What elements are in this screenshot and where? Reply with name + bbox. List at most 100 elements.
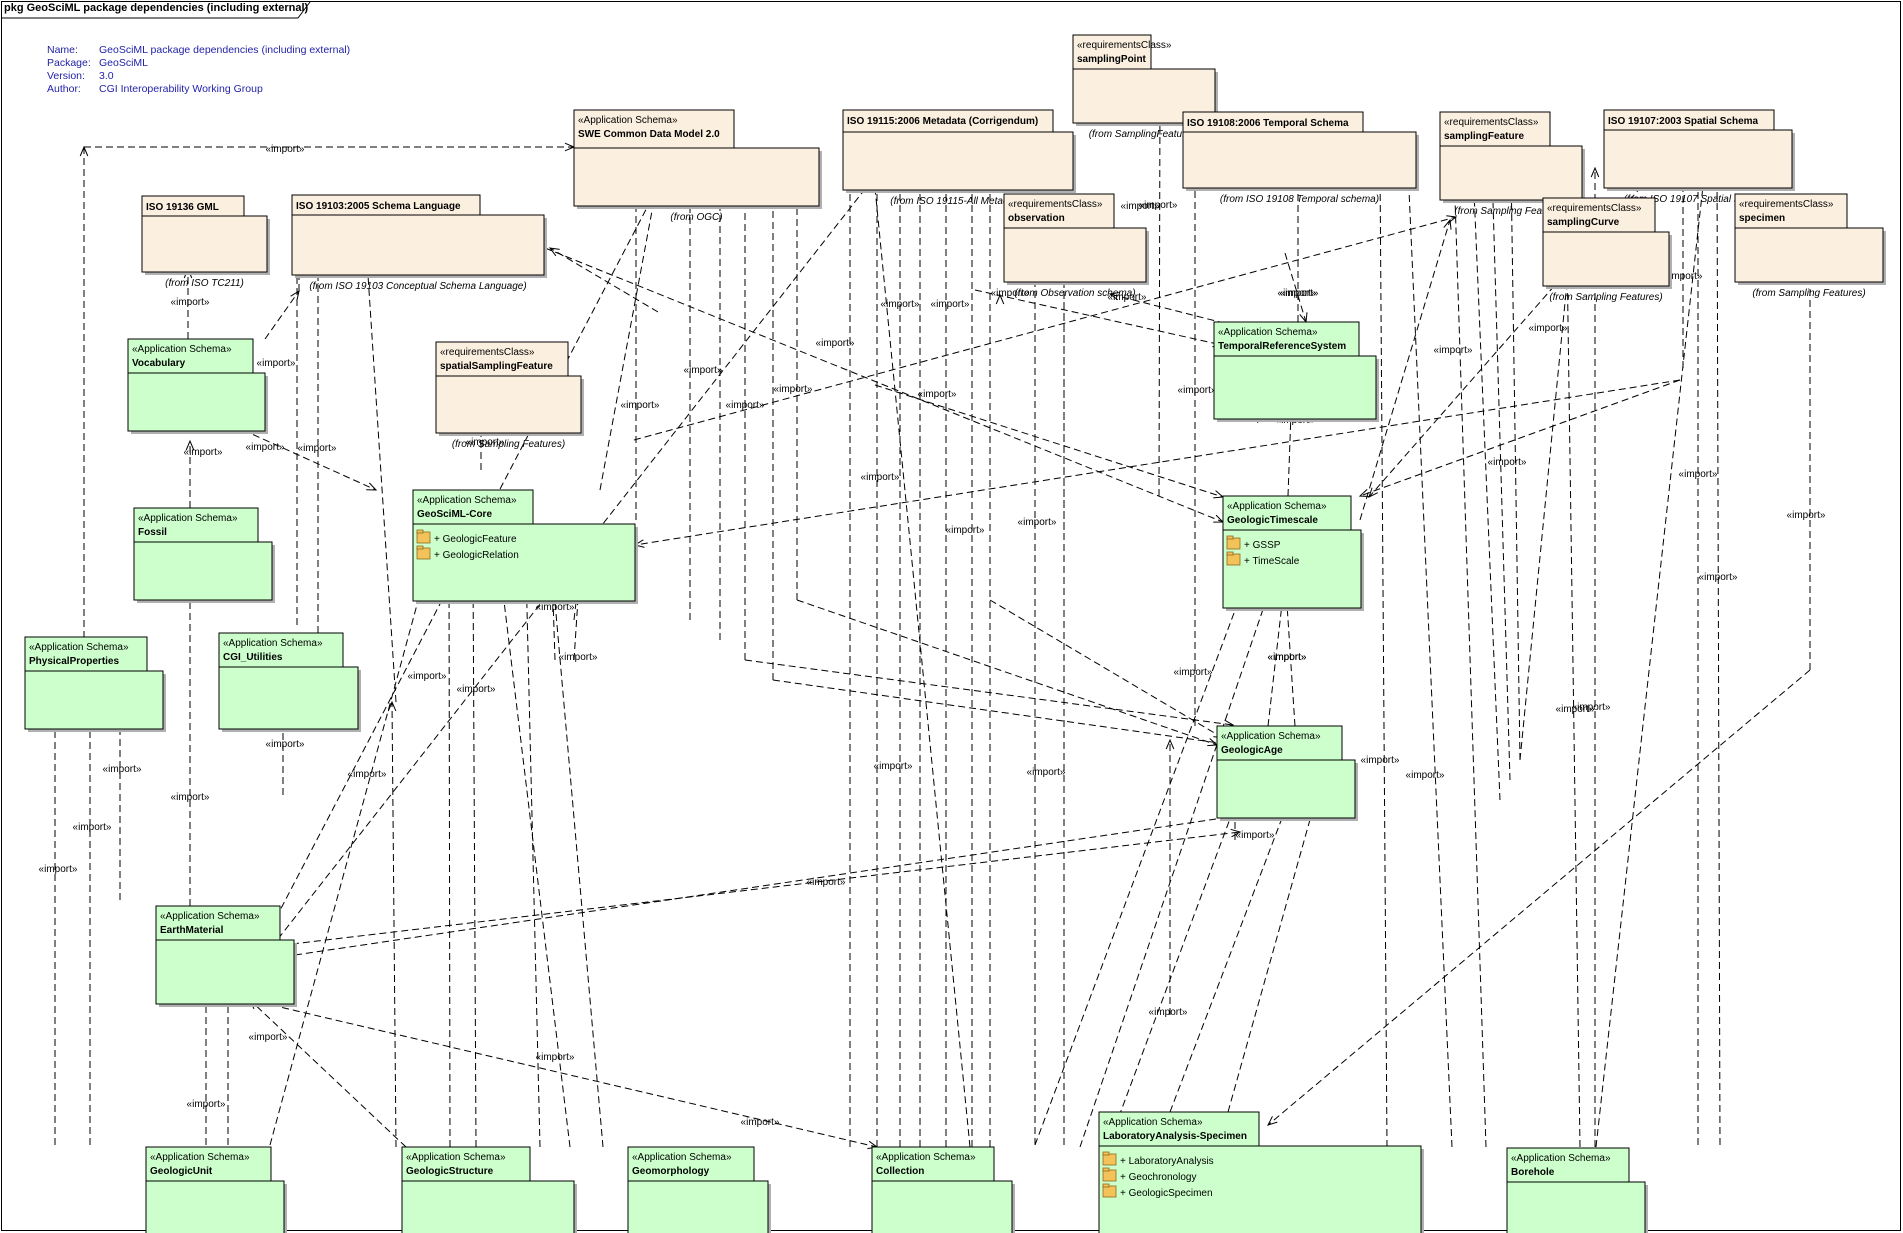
package-samplingCurve[interactable]: «requirementsClass»samplingCurve(from Sa… (1542, 197, 1672, 303)
package-labSpec[interactable]: «Application Schema»LaboratoryAnalysis-S… (1098, 1111, 1424, 1233)
package-vocabulary[interactable]: «Application Schema»Vocabulary (127, 338, 268, 434)
import-label: «import» (1268, 652, 1307, 663)
import-label: «import» (1108, 292, 1147, 303)
package-body (1734, 227, 1884, 283)
meta-value: CGI Interoperability Working Group (99, 83, 263, 95)
import-label: «import» (246, 442, 285, 453)
import-dependency (544, 247, 1224, 523)
package-earthMat[interactable]: «Application Schema»EarthMaterial (155, 905, 297, 1007)
folder-icon-tab (1226, 535, 1234, 540)
import-dependency (1267, 669, 1811, 1126)
package-tab (401, 1146, 531, 1182)
package-tab (1542, 197, 1656, 233)
package-name: observation (1008, 213, 1065, 224)
package-content-item: + TimeScale (1244, 556, 1300, 567)
package-spatialSamplingFeature[interactable]: «requirementsClass»spatialSamplingFeatur… (435, 341, 584, 450)
package-core[interactable]: «Application Schema»GeoSciML-Core+ Geolo… (412, 489, 638, 604)
package-tab (1603, 109, 1775, 131)
package-origin: (from ISO 19103 Conceptual Schema Langua… (309, 281, 526, 292)
import-dependency (1491, 167, 1511, 781)
package-stereotype: «Application Schema» (138, 513, 238, 524)
package-name: CGI_Utilities (223, 652, 283, 663)
package-name: TemporalReferenceSystem (1218, 341, 1346, 352)
package-timescale[interactable]: «Application Schema»GeologicTimescale+ G… (1222, 495, 1364, 611)
package-stereotype: «Application Schema» (1511, 1153, 1611, 1164)
import-arrowhead (1443, 218, 1452, 230)
package-geoUnit[interactable]: «Application Schema»GeologicUnit (145, 1146, 287, 1233)
import-label: «import» (171, 792, 210, 803)
import-dependency (744, 659, 1234, 726)
import-label: «import» (39, 864, 78, 875)
import-dependency (525, 567, 541, 1148)
package-swe[interactable]: «Application Schema»SWE Common Data Mode… (573, 109, 822, 223)
import-arrowhead (1165, 738, 1175, 750)
import-arrowhead (366, 482, 378, 491)
package-name: specimen (1739, 213, 1785, 224)
package-tab (1506, 1147, 1630, 1183)
meta-value: GeoSciML (99, 57, 149, 69)
package-geoStruct[interactable]: «Application Schema»GeologicStructure (401, 1146, 577, 1233)
import-dependency (1472, 167, 1501, 801)
import-dependency (634, 379, 1681, 546)
package-name: GeologicAge (1221, 745, 1283, 756)
folder-icon (416, 547, 431, 560)
package-samplingFeature[interactable]: «requirementsClass»samplingFeature(from … (1439, 111, 1585, 217)
package-geoAge[interactable]: «Application Schema» GeologicAge (1216, 725, 1358, 821)
package-tab (218, 632, 344, 668)
import-arrowhead (1230, 828, 1242, 838)
package-geomorph[interactable]: «Application Schema»Geomorphology (627, 1146, 771, 1233)
import-label: «import» (726, 400, 765, 411)
package-tab (24, 636, 148, 672)
import-dependency (366, 259, 397, 703)
import-label: «import» (1529, 323, 1568, 334)
package-observation[interactable]: «requirementsClass» observation (from Obse… (1003, 193, 1149, 299)
package-origin: (from Sampling Features) (1454, 206, 1567, 217)
package-stereotype: «requirementsClass» (1547, 203, 1642, 214)
package-tab (573, 109, 735, 149)
import-label: «import» (171, 297, 210, 308)
package-collection[interactable]: «Application Schema»Collection (871, 1146, 1015, 1233)
package-name: ISO 19136 GML (146, 202, 219, 213)
package-stereotype: «Application Schema» (150, 1152, 250, 1163)
import-dependency (448, 567, 451, 1148)
import-label: «import» (73, 822, 112, 833)
import-label: «import» (1139, 200, 1178, 211)
package-origin: (from Sampling Features) (1752, 288, 1865, 299)
package-origin: (from Observation schema) (1014, 288, 1135, 299)
package-iso19107[interactable]: ISO 19107:2003 Spatial Schema(from ISO 1… (1603, 109, 1795, 205)
import-label: «import» (1556, 704, 1595, 715)
import-label: «import» (1027, 767, 1066, 778)
import-dependency (633, 216, 1457, 441)
import-arrowhead (1358, 489, 1370, 497)
package-specimen[interactable]: «requirementsClass»specimen(from Samplin… (1734, 193, 1886, 299)
package-iso19103[interactable]: ISO 19103:2005 Schema Language (from ISO … (291, 194, 547, 292)
package-stereotype: «Application Schema» (132, 344, 232, 355)
import-dependency (391, 701, 397, 1148)
package-borehole[interactable]: «Application Schema»Borehole (1506, 1147, 1648, 1233)
package-physProps[interactable]: «Application Schema»PhysicalProperties (24, 636, 166, 732)
import-label: «import» (1018, 517, 1057, 528)
package-iso19136[interactable]: ISO 19136 GML(from ISO TC211) (141, 195, 270, 289)
import-dependency (1158, 87, 1161, 497)
package-name: Collection (876, 1166, 924, 1177)
meta-key: Package: (47, 57, 91, 69)
package-samplingPoint[interactable]: «requirementsClass»samplingPoint(from Sa… (1072, 34, 1218, 140)
package-stereotype: «Application Schema» (160, 911, 260, 922)
package-fossil[interactable]: «Application Schema»Fossil (133, 507, 275, 603)
package-iso19115[interactable]: ISO 19115:2006 Metadata (Corrigendum)(fr… (842, 109, 1076, 207)
package-iso19108[interactable]: ISO 19108:2006 Temporal Schema(from ISO … (1182, 111, 1419, 205)
package-body (412, 523, 636, 602)
meta-row: Author:CGI Interoperability Working Grou… (47, 83, 350, 96)
package-stereotype: «Application Schema» (1221, 731, 1321, 742)
package-cgiUtil[interactable]: «Application Schema»CGI_Utilities (218, 632, 361, 732)
folder-icon-tab (1102, 1183, 1110, 1188)
package-name: SWE Common Data Model 2.0 (578, 129, 720, 140)
packages: «Application Schema» SWE Common Data Mode… (24, 34, 1886, 1233)
diagram-frame-title: pkg GeoSciML package dependencies (inclu… (4, 2, 309, 14)
package-stereotype: «requirementsClass» (1008, 199, 1103, 210)
package-name: ISO 19103:2005 Schema Language (296, 201, 461, 212)
package-temporalRef[interactable]: «Application Schema»TemporalReferenceSys… (1213, 321, 1379, 422)
package-body (24, 670, 164, 730)
import-label: «import» (266, 739, 305, 750)
folder-icon (1102, 1185, 1117, 1198)
